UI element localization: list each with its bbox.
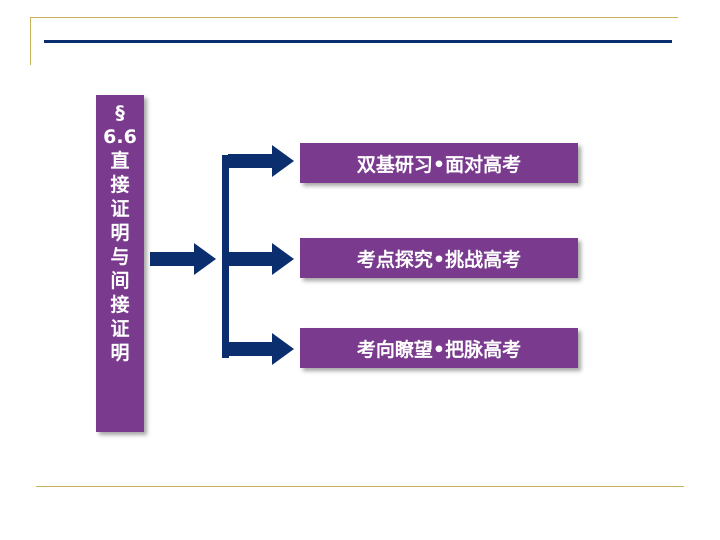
top-navy-bar <box>44 40 672 43</box>
top-gold-line <box>30 17 678 18</box>
menu-button-label: 考向瞭望•把脉高考 <box>356 338 522 361</box>
title-char: 明 <box>110 222 130 244</box>
connector-line <box>222 155 229 358</box>
branch-arrow-icon <box>228 243 294 275</box>
title-char: 与 <box>110 246 130 268</box>
title-char: 证 <box>110 198 130 220</box>
menu-button-label: 考点探究•挑战高考 <box>356 248 522 271</box>
title-char: 明 <box>110 342 130 364</box>
branch-arrow-icon <box>228 145 294 177</box>
menu-button-outlook[interactable]: 考向瞭望•把脉高考 <box>300 328 578 368</box>
menu-button-label: 双基研习•面对高考 <box>356 153 522 176</box>
title-char: 接 <box>110 294 130 316</box>
main-arrow-icon <box>150 243 216 275</box>
left-gold-line <box>30 17 31 65</box>
menu-button-explore[interactable]: 考点探究•挑战高考 <box>300 238 578 278</box>
branch-arrow-icon <box>228 333 294 365</box>
title-char: 6.6 <box>103 126 137 148</box>
title-char: 直 <box>110 150 130 172</box>
title-char: 证 <box>110 318 130 340</box>
bottom-gold-line <box>36 486 684 487</box>
title-char: 接 <box>110 174 130 196</box>
title-char: § <box>115 102 125 124</box>
menu-button-basics[interactable]: 双基研习•面对高考 <box>300 143 578 183</box>
section-title: § 6.6 直 接 证 明 与 间 接 证 明 <box>96 95 144 432</box>
title-char: 间 <box>110 270 130 292</box>
